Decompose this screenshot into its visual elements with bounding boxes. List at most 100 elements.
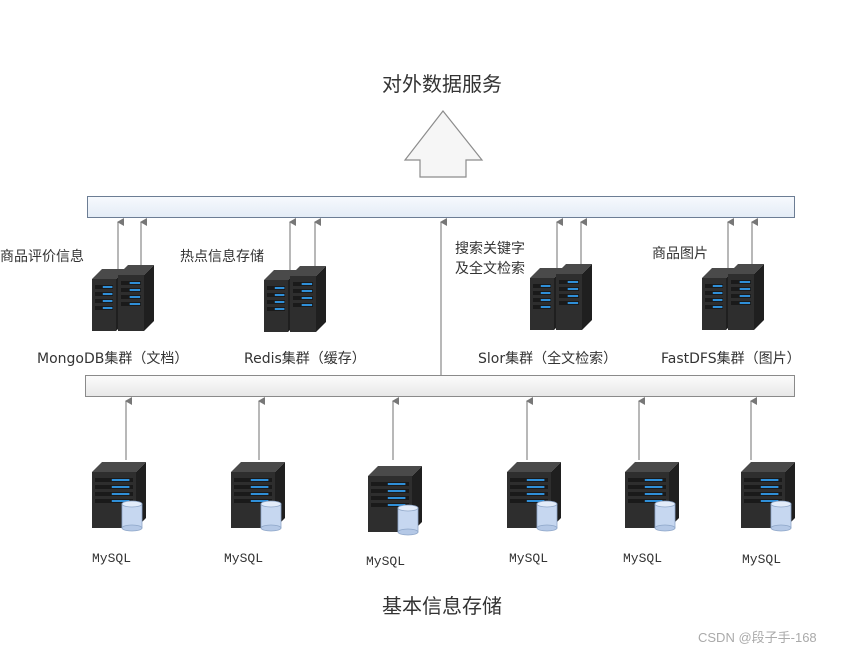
cluster-data-label-solr-line1: 搜索关键字 <box>455 241 525 257</box>
server-light <box>102 307 113 309</box>
server-light <box>387 483 406 485</box>
server-top-face <box>264 270 298 280</box>
server-light <box>129 282 141 284</box>
server-light <box>387 497 406 499</box>
server-light <box>111 479 130 481</box>
server-light <box>760 486 779 488</box>
server-top-face <box>530 268 564 278</box>
server-light <box>111 486 130 488</box>
db-cylinder-body <box>121 503 143 529</box>
db-cylinder-bottom <box>260 524 282 532</box>
db-cylinder-top <box>397 504 419 512</box>
service-bus-bar <box>87 196 795 218</box>
server-light <box>644 479 663 481</box>
server-top-face <box>231 462 285 472</box>
big-up-arrow-icon <box>403 110 484 178</box>
server-light <box>250 500 269 502</box>
server-light <box>567 302 579 304</box>
mysql-label-6: MySQL <box>742 552 782 567</box>
db-cylinder-bottom <box>654 524 676 532</box>
db-cylinder-top <box>260 500 282 508</box>
server-light <box>644 500 663 502</box>
server-light <box>712 306 723 308</box>
server-cluster-icon <box>702 264 764 330</box>
server-top-face <box>118 265 154 275</box>
server-light <box>387 490 406 492</box>
server-light <box>301 290 313 292</box>
server-light <box>250 493 269 495</box>
server-light <box>111 500 130 502</box>
server-top-face <box>507 462 561 472</box>
mysql-label-3: MySQL <box>366 554 406 569</box>
server-light <box>712 299 723 301</box>
db-cylinder-top <box>654 500 676 508</box>
server-light <box>526 493 545 495</box>
cluster-name-solr: Slor集群（全文检索） <box>478 351 618 367</box>
server-light <box>526 486 545 488</box>
db-cylinder-body <box>770 503 792 529</box>
mysql-label-5: MySQL <box>623 551 663 566</box>
db-cylinder-top <box>536 500 558 508</box>
db-cylinder-body <box>260 503 282 529</box>
server-light <box>301 304 313 306</box>
server-light <box>250 486 269 488</box>
server-light <box>274 301 285 303</box>
database-server-icon <box>507 462 561 532</box>
server-light <box>760 493 779 495</box>
cluster-data-label-fastdfs: 商品图片 <box>652 246 708 262</box>
server-light <box>540 285 551 287</box>
database-server-icon <box>368 466 422 536</box>
server-side-face <box>754 264 764 330</box>
server-light <box>712 285 723 287</box>
server-light <box>274 287 285 289</box>
db-cylinder-top <box>770 500 792 508</box>
server-light <box>644 486 663 488</box>
db-cylinder-bottom <box>770 524 792 532</box>
server-cluster-icon <box>92 265 154 331</box>
server-light <box>540 292 551 294</box>
database-server-icon <box>92 462 146 532</box>
server-light <box>739 281 751 283</box>
server-light <box>301 297 313 299</box>
db-cylinder-bottom <box>536 524 558 532</box>
mysql-label-1: MySQL <box>92 551 132 566</box>
bottom-title: 基本信息存储 <box>382 594 502 618</box>
server-side-face <box>316 266 326 332</box>
server-light <box>526 500 545 502</box>
cluster-name-mongodb: MongoDB集群（文档） <box>37 351 189 367</box>
server-light <box>540 306 551 308</box>
server-light <box>760 500 779 502</box>
database-server-icon <box>741 462 795 532</box>
server-top-face <box>625 462 679 472</box>
server-light <box>739 295 751 297</box>
server-top-face <box>728 264 764 274</box>
server-light <box>712 292 723 294</box>
server-top-face <box>92 269 126 279</box>
db-cylinder-body <box>654 503 676 529</box>
mysql-label-4: MySQL <box>509 551 549 566</box>
server-light <box>739 302 751 304</box>
server-light <box>739 288 751 290</box>
cluster-data-label-solr-line2: 及全文检索 <box>455 261 525 277</box>
server-side-face <box>582 264 592 330</box>
db-cylinder-bottom <box>121 524 143 532</box>
server-light <box>129 303 141 305</box>
server-light <box>567 295 579 297</box>
server-top-face <box>290 266 326 276</box>
server-light <box>129 296 141 298</box>
cluster-name-redis: Redis集群（缓存） <box>244 351 366 367</box>
mysql-label-2: MySQL <box>224 551 264 566</box>
server-light <box>129 289 141 291</box>
server-top-face <box>556 264 592 274</box>
server-light <box>540 299 551 301</box>
cluster-data-label-mongodb: 商品评价信息 <box>0 249 84 265</box>
server-light <box>526 479 545 481</box>
server-light <box>567 281 579 283</box>
server-side-face <box>144 265 154 331</box>
storage-bus-bar <box>85 375 795 397</box>
server-light <box>567 288 579 290</box>
server-cluster-icon <box>530 264 592 330</box>
server-top-face <box>741 462 795 472</box>
server-top-face <box>368 466 422 476</box>
